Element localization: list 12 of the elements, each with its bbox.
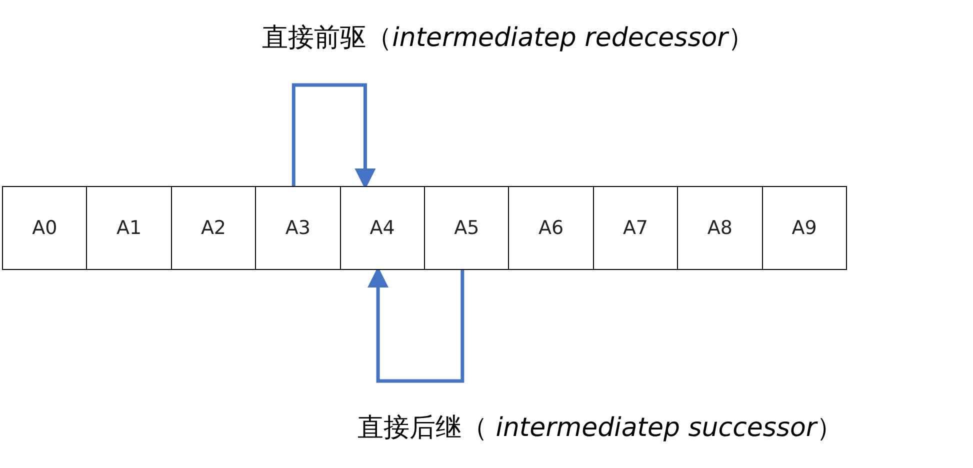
array-cell: A5 xyxy=(424,186,510,270)
array-cell: A6 xyxy=(508,186,594,270)
array-cell: A4 xyxy=(340,186,425,270)
array-cell: A8 xyxy=(677,186,763,270)
array-cell: A9 xyxy=(762,186,847,270)
array-cell: A0 xyxy=(2,186,88,270)
heading-text: 直接后继（ intermediatep successor） xyxy=(357,412,843,445)
heading-text: 直接前驱（intermediatep redecessor） xyxy=(262,22,754,55)
array-cell: A1 xyxy=(86,186,172,270)
array-cell: A3 xyxy=(255,186,341,270)
array-cell: A7 xyxy=(592,186,678,270)
array-cell: A2 xyxy=(170,186,256,270)
